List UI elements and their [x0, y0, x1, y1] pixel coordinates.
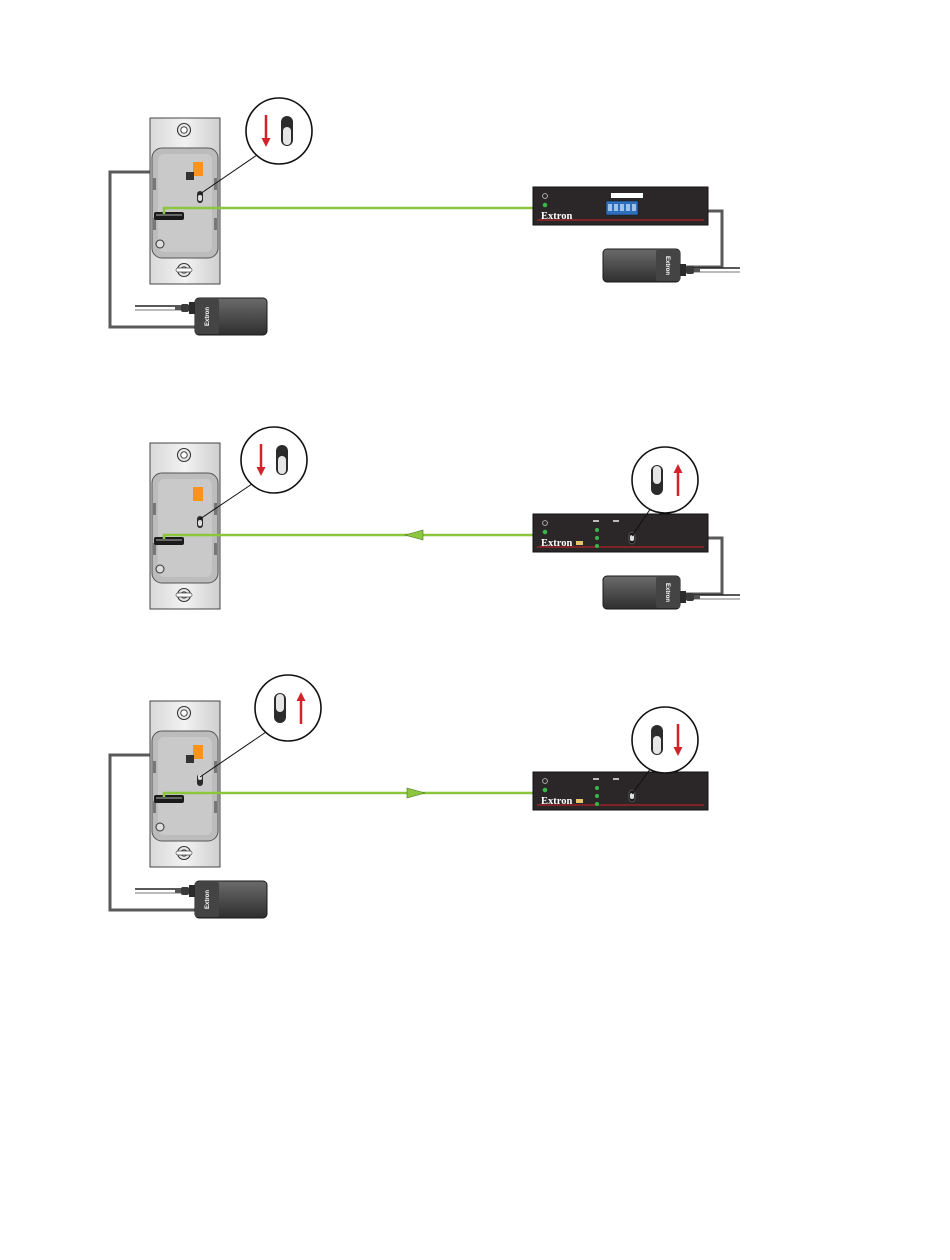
power-input-port — [186, 755, 194, 763]
wallplate-transmitter — [150, 118, 220, 284]
wallplate-power-supply: Extron — [195, 298, 267, 335]
status-led — [595, 544, 599, 548]
power-led — [543, 530, 548, 535]
power-led — [543, 203, 548, 208]
wallplate-transmitter — [150, 701, 220, 867]
receiver-brand-label: Extron — [541, 796, 572, 807]
wallplate-power-supply: Extron — [195, 881, 267, 918]
receiver-switch-callout — [632, 707, 698, 773]
status-led — [595, 536, 599, 540]
wallplate-switch-callout — [241, 427, 307, 493]
status-led — [595, 794, 599, 798]
wallplate-ac-plug — [135, 885, 195, 897]
receiver-switch-callout — [632, 447, 698, 513]
warning-label — [193, 745, 203, 759]
psu-brand-label: Extron — [664, 583, 670, 602]
power-input-port — [186, 172, 194, 180]
warning-label — [193, 487, 203, 501]
receiver: Extron — [533, 514, 708, 552]
signal-direction-arrow — [407, 788, 425, 798]
receiver-power-supply: Extron — [603, 249, 680, 282]
receiver-power-supply: Extron — [603, 576, 680, 609]
signal-direction-arrow — [405, 530, 423, 540]
status-led — [595, 786, 599, 790]
psu-brand-label: Extron — [205, 307, 211, 326]
terminal-label — [611, 193, 643, 198]
power-led — [543, 788, 548, 793]
receiver: Extron — [533, 772, 708, 810]
wallplate-switch-callout — [255, 675, 321, 741]
wallplate-switch-callout — [246, 98, 312, 164]
status-led — [595, 528, 599, 532]
status-led — [595, 802, 599, 806]
psu-brand-label: Extron — [205, 890, 211, 909]
usb-port — [576, 799, 583, 803]
receiver: Extron — [533, 187, 708, 225]
wallplate-ac-plug — [135, 302, 195, 314]
receiver-brand-label: Extron — [541, 538, 572, 549]
usb-port — [576, 541, 583, 545]
receiver-brand-label: Extron — [541, 211, 572, 222]
wallplate-transmitter — [150, 443, 220, 609]
warning-label — [193, 162, 203, 176]
psu-brand-label: Extron — [664, 256, 670, 275]
